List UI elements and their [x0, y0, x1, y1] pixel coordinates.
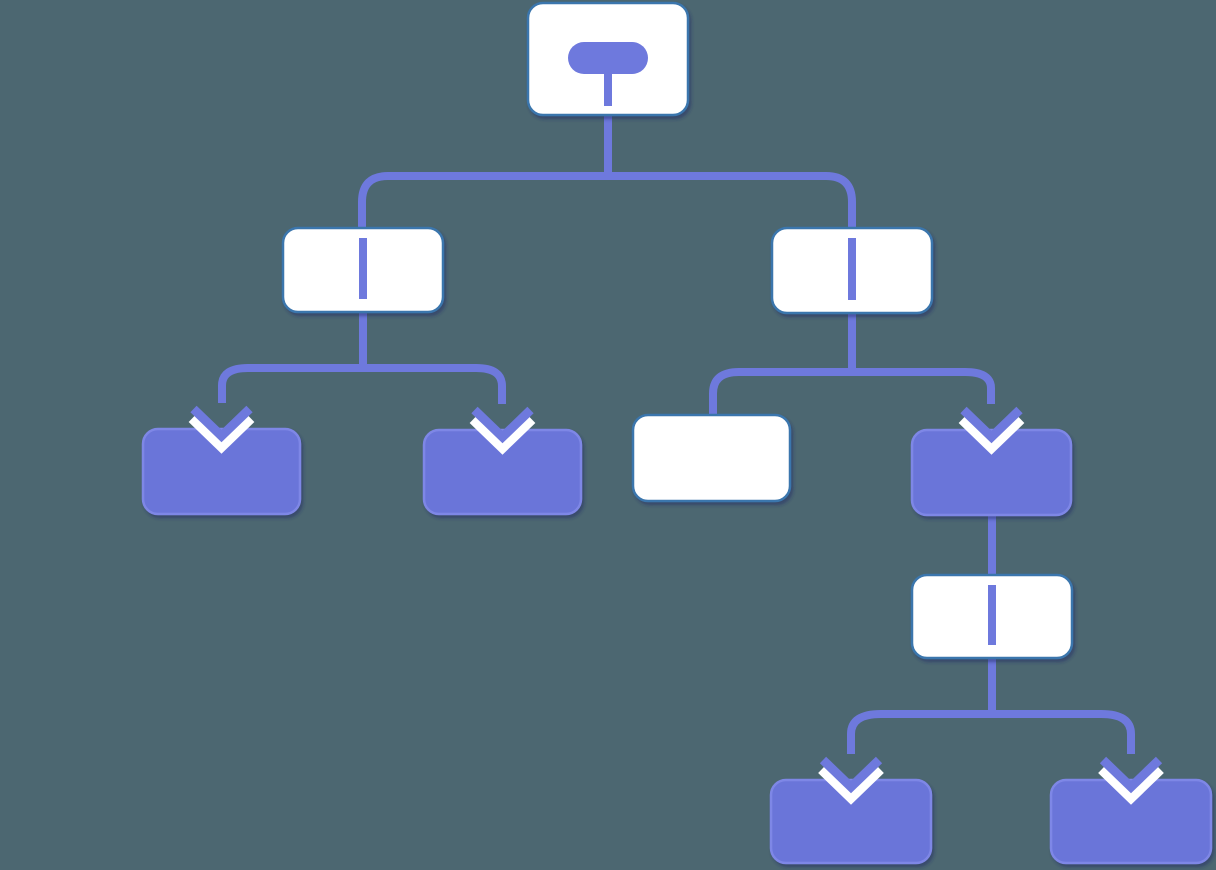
white-node-box[interactable] — [631, 413, 792, 503]
connector-rail-bottom — [847, 710, 1135, 754]
purple-node-box[interactable] — [1049, 778, 1213, 865]
chevron-purple — [819, 756, 883, 794]
node-target-right[interactable] — [910, 428, 1073, 517]
drop-arrow-icon — [1098, 756, 1164, 805]
drop-arrow-icon — [958, 406, 1025, 455]
connector-rail-top — [358, 172, 856, 228]
node-leaf-bottom-2[interactable] — [1049, 778, 1213, 865]
connector-rail-right — [709, 368, 995, 415]
drop-arrow-icon — [188, 405, 255, 454]
drop-arrow-icon — [469, 406, 536, 455]
node-branch-right[interactable] — [770, 226, 934, 315]
chevron-purple — [190, 405, 253, 443]
chevron-white — [469, 412, 536, 455]
node-root[interactable] — [526, 1, 690, 117]
chevron-white — [958, 412, 1025, 455]
chevron-white — [1098, 762, 1164, 805]
purple-node-box[interactable] — [769, 778, 933, 865]
node-leaf-bottom-1[interactable] — [769, 778, 933, 865]
node-plain-right[interactable] — [631, 413, 792, 503]
node-leaf-left-1[interactable] — [141, 427, 302, 516]
start-pill-icon — [568, 42, 648, 74]
chevron-purple — [1099, 756, 1163, 794]
chevron-purple — [471, 406, 534, 444]
purple-node-box[interactable] — [422, 428, 583, 516]
connector-rail-left — [218, 364, 506, 404]
node-branch-left[interactable] — [281, 226, 445, 314]
purple-node-box[interactable] — [910, 428, 1073, 517]
chevron-purple — [960, 406, 1023, 444]
node-branch-lower[interactable] — [910, 573, 1074, 660]
drop-arrow-icon — [818, 756, 884, 805]
node-leaf-left-2[interactable] — [422, 428, 583, 516]
chevron-white — [188, 411, 255, 454]
purple-node-box[interactable] — [141, 427, 302, 516]
chevron-white — [818, 762, 884, 805]
